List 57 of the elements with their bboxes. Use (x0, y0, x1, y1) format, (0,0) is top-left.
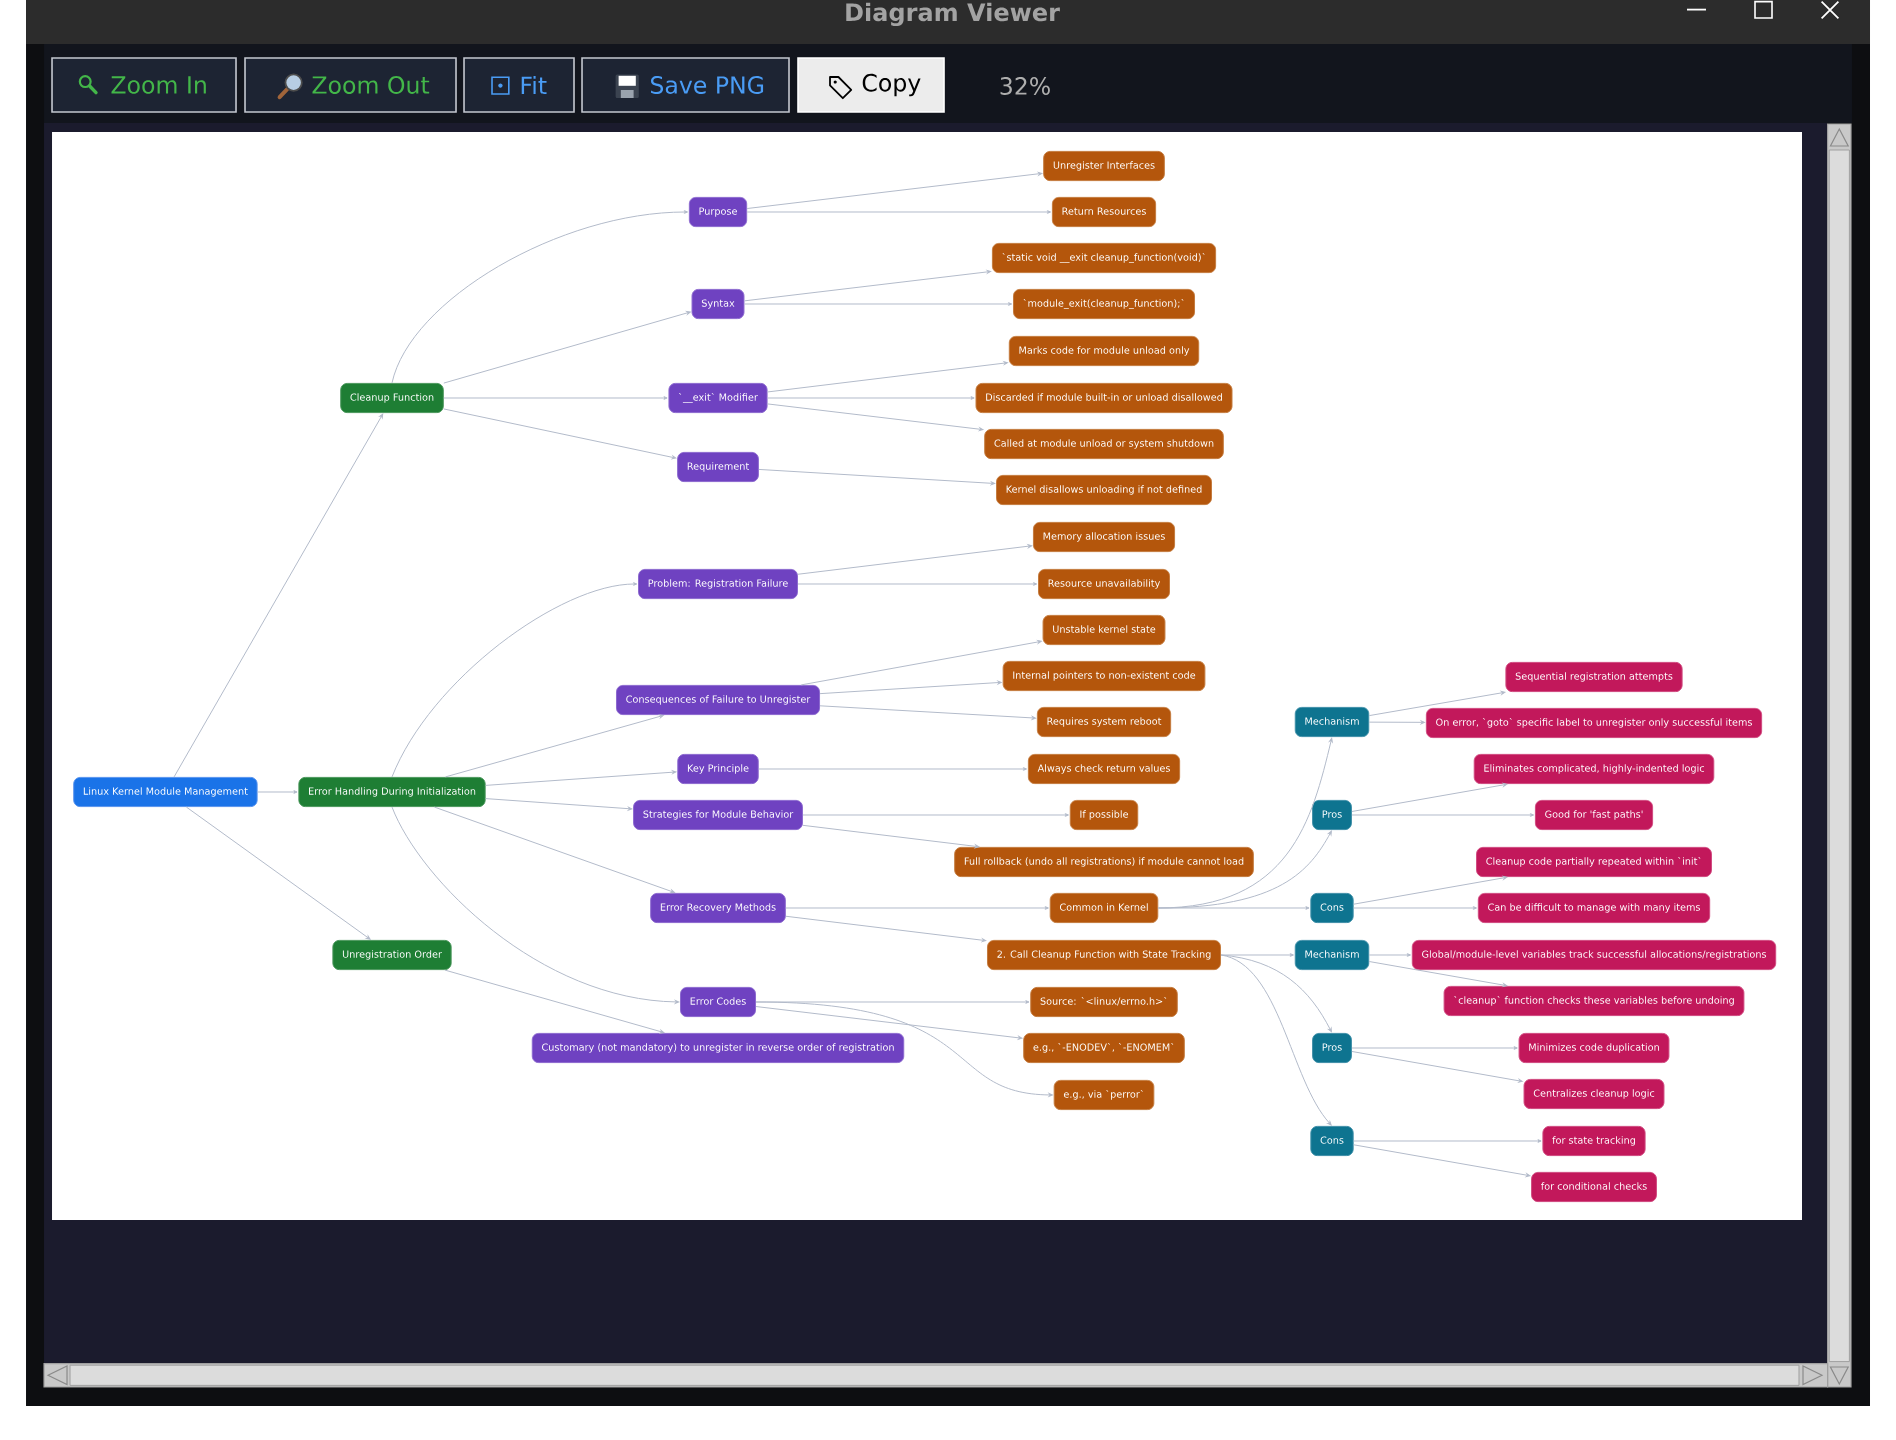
arrow (391, 806, 680, 1004)
arrow (1368, 961, 1508, 987)
arrow (744, 270, 992, 302)
copy-button: Copy (797, 57, 945, 113)
arrow (1220, 953, 1294, 957)
zoom-percentage: 32% (1000, 77, 1050, 95)
arrow (257, 790, 298, 794)
arrow (785, 906, 1049, 910)
arrow (758, 767, 1028, 771)
arrow (767, 396, 975, 400)
save-button: Save PNG (581, 57, 790, 113)
arrow (1353, 1139, 1542, 1143)
fit-button: Fit (463, 57, 575, 113)
arrow (391, 210, 689, 384)
arrow (819, 705, 1037, 720)
arrow (819, 680, 1002, 695)
zoom-out-button: Zoom Out (244, 57, 457, 113)
arrow (1220, 954, 1332, 1033)
arrow (758, 468, 996, 486)
arrow (391, 582, 638, 778)
arrow (1353, 906, 1478, 910)
arrow (797, 582, 1038, 586)
arrow (767, 361, 1008, 393)
arrow (797, 544, 1033, 575)
arrow (1351, 783, 1508, 812)
arrow (1351, 813, 1535, 817)
arrow (1351, 1046, 1518, 1050)
arrow (485, 798, 633, 811)
arrow (445, 714, 664, 778)
arrow (802, 824, 980, 849)
arrow (185, 806, 371, 940)
arrow (1157, 906, 1310, 910)
arrow (1368, 953, 1411, 957)
arrow (800, 640, 1042, 686)
arrow (1353, 876, 1508, 905)
arrow (1220, 954, 1332, 1126)
arrow (173, 413, 384, 778)
arrow (785, 915, 987, 943)
arrow (443, 396, 668, 400)
arrow (802, 813, 1069, 817)
arrow (443, 408, 677, 460)
arrow (755, 1001, 1053, 1097)
arrow (1351, 1051, 1523, 1083)
arrow (485, 770, 677, 786)
arrow (1368, 691, 1506, 717)
arrow (433, 806, 675, 894)
arrow (1353, 1144, 1531, 1177)
arrow (744, 302, 1013, 306)
arrow (767, 403, 984, 432)
arrow (444, 969, 665, 1034)
zoom-in-button: Zoom In (51, 57, 237, 113)
window-title: Diagram Viewer (846, 2, 1060, 27)
arrow (746, 171, 1043, 209)
arrow (746, 210, 1052, 214)
arrow (443, 311, 691, 384)
arrow (1368, 720, 1426, 725)
arrow (755, 1006, 1023, 1040)
